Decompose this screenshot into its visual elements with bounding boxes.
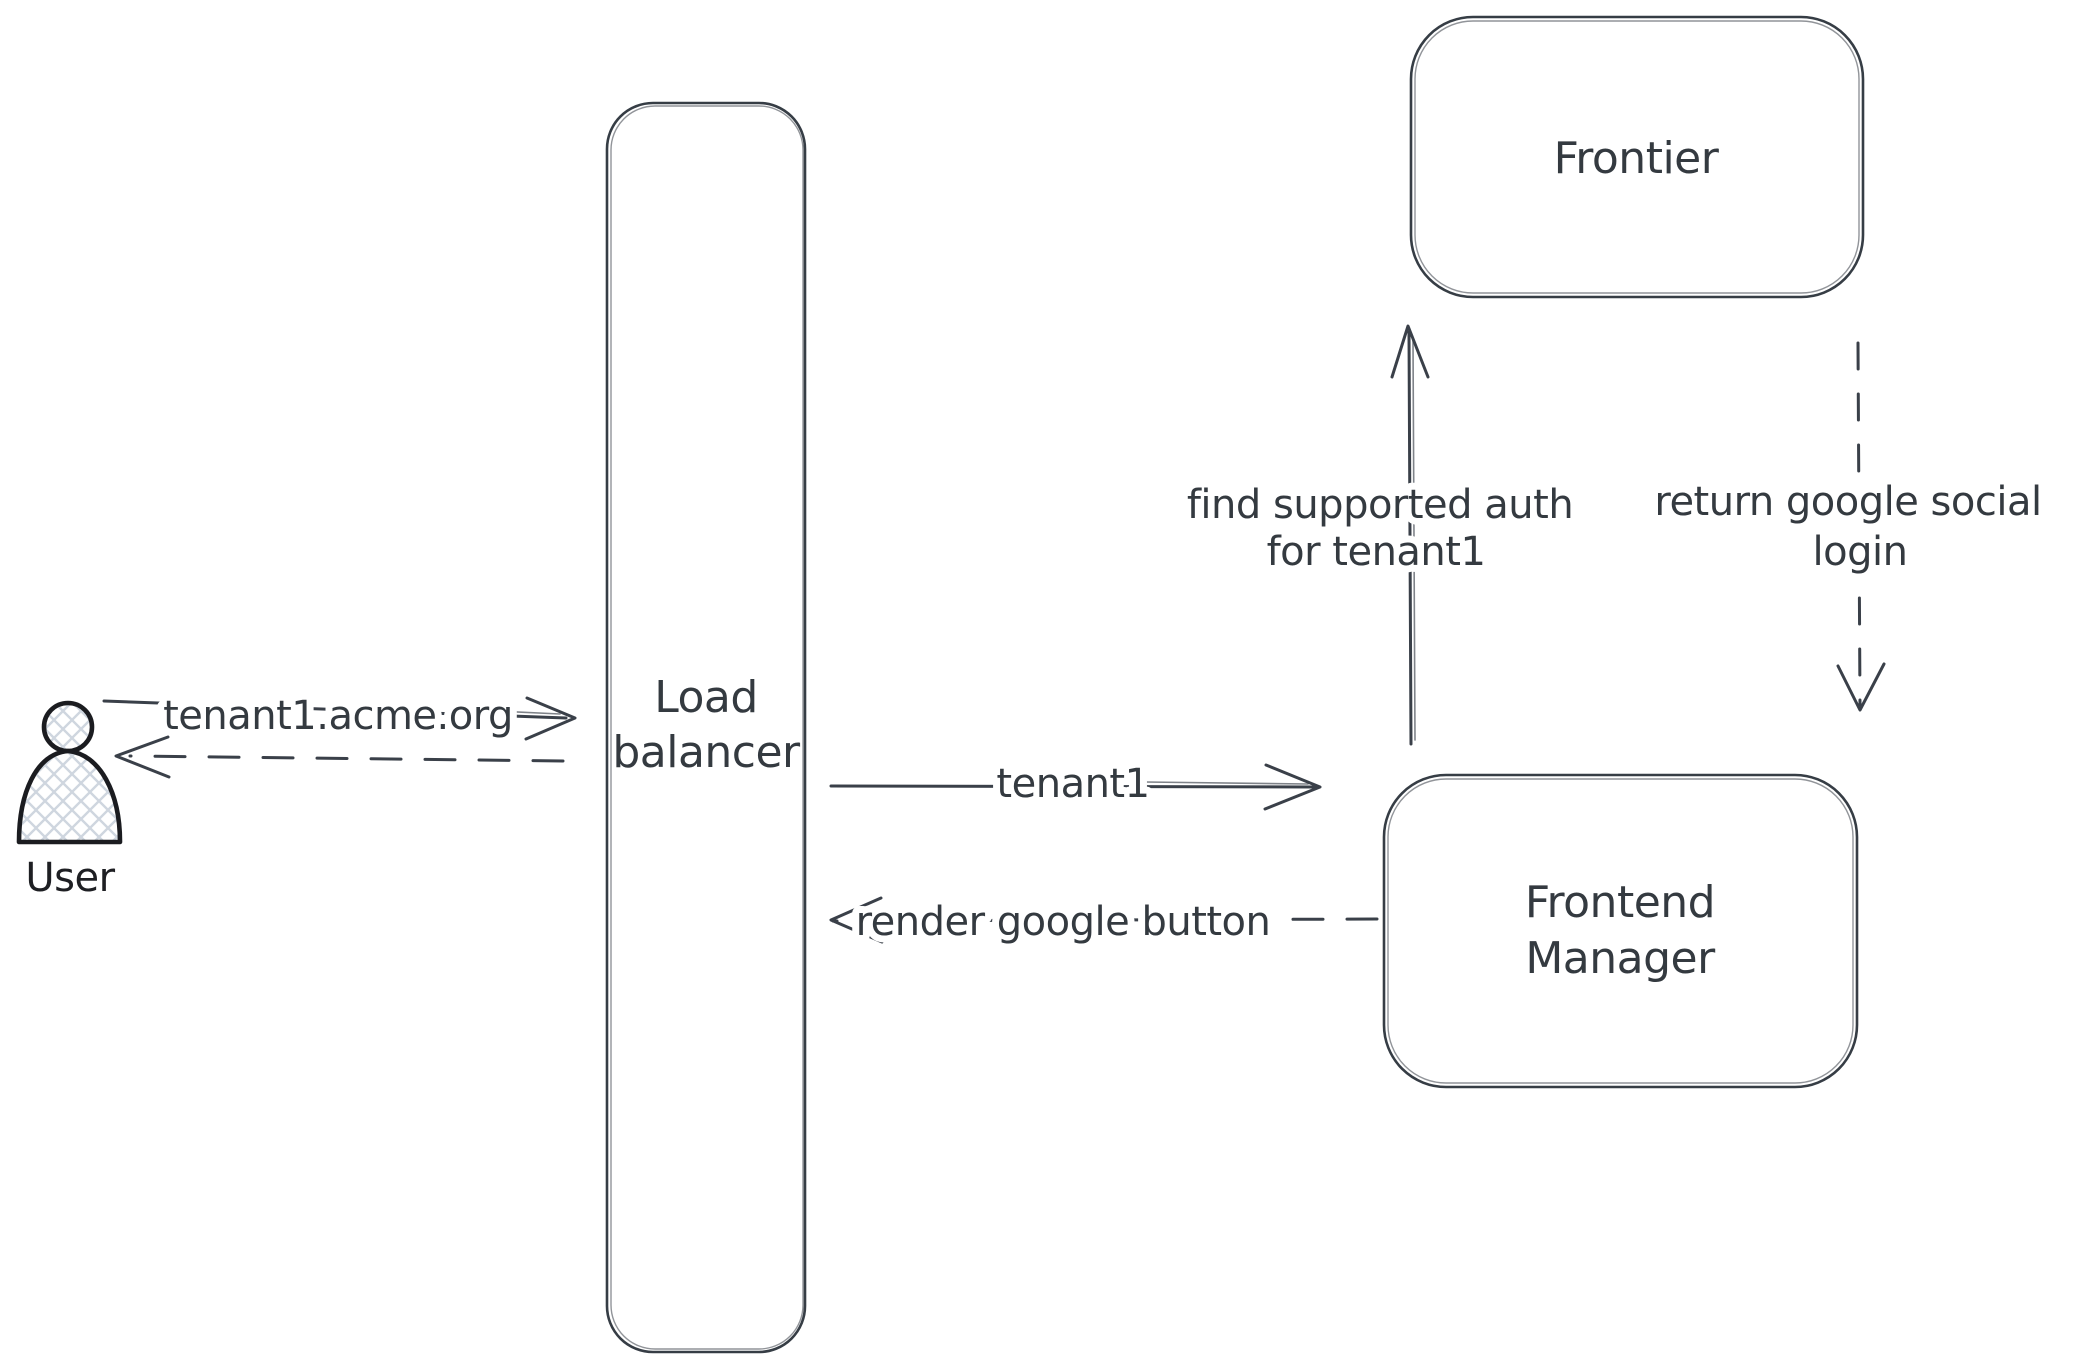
arrow-response-shaft [128,754,565,763]
arrow-return-login-shaft [1856,341,1862,707]
arrow-find-auth-label-line2: for tenant1 [1267,529,1486,575]
node-frontend-manager: Frontend Manager [1382,773,1859,1089]
frontend-manager-box-sketch [1387,778,1854,1084]
arrow-find-auth-shaft-sketch [1412,339,1416,741]
arrow-find-auth: find supported auth for tenant1 [1180,324,1581,746]
arrow-forward-shaft [829,784,1320,789]
arrow-render-head [829,896,884,944]
load-balancer-label-line1: Load [654,672,758,723]
arrow-render-label: render google button [856,899,1271,945]
arrow-request-shaft [102,699,568,720]
arrow-request-shaft-sketch [496,710,561,715]
arrow-forward-shaft-sketch [1144,781,1309,785]
arrow-request-label: tenant1.acme.org [163,693,513,739]
frontier-box [1409,15,1865,299]
load-balancer-box [605,101,807,1354]
user-label: User [25,855,115,901]
arrow-render-shaft [831,917,1379,923]
arrow-request: tenant1.acme.org [102,686,577,746]
user-head [41,700,95,754]
arrow-find-auth-label-line1: find supported auth [1187,482,1573,528]
arrow-forward: tenant1 [829,754,1322,814]
user-body [16,748,123,845]
arrow-forward-label: tenant1 [996,761,1149,807]
arrow-return-login-head [1836,662,1886,712]
arrow-response-head [114,735,171,779]
node-frontier: Frontier [1409,15,1865,299]
arrow-return-login-label-line2: login [1813,529,1908,575]
arrow-return-login-label-line1: return google social [1654,479,2041,525]
load-balancer-box-sketch [610,105,804,1350]
frontier-label: Frontier [1554,133,1720,184]
frontend-manager-label-line1: Frontend [1525,877,1715,928]
arrow-render: render google button [829,892,1379,952]
arrow-forward-head [1263,763,1322,811]
frontend-manager-label-line2: Manager [1525,933,1716,984]
load-balancer-label-line2: balancer [612,727,801,778]
arrow-response [114,735,565,779]
arrow-find-auth-head [1390,324,1430,379]
arrow-find-auth-shaft [1407,330,1413,746]
user-icon [16,700,123,845]
frontend-manager-box [1382,773,1859,1089]
arrow-return-login: return google social login [1647,341,2049,712]
arrow-request-head [524,696,577,741]
node-load-balancer: Load balancer [605,101,807,1354]
frontier-box-sketch [1414,20,1860,294]
